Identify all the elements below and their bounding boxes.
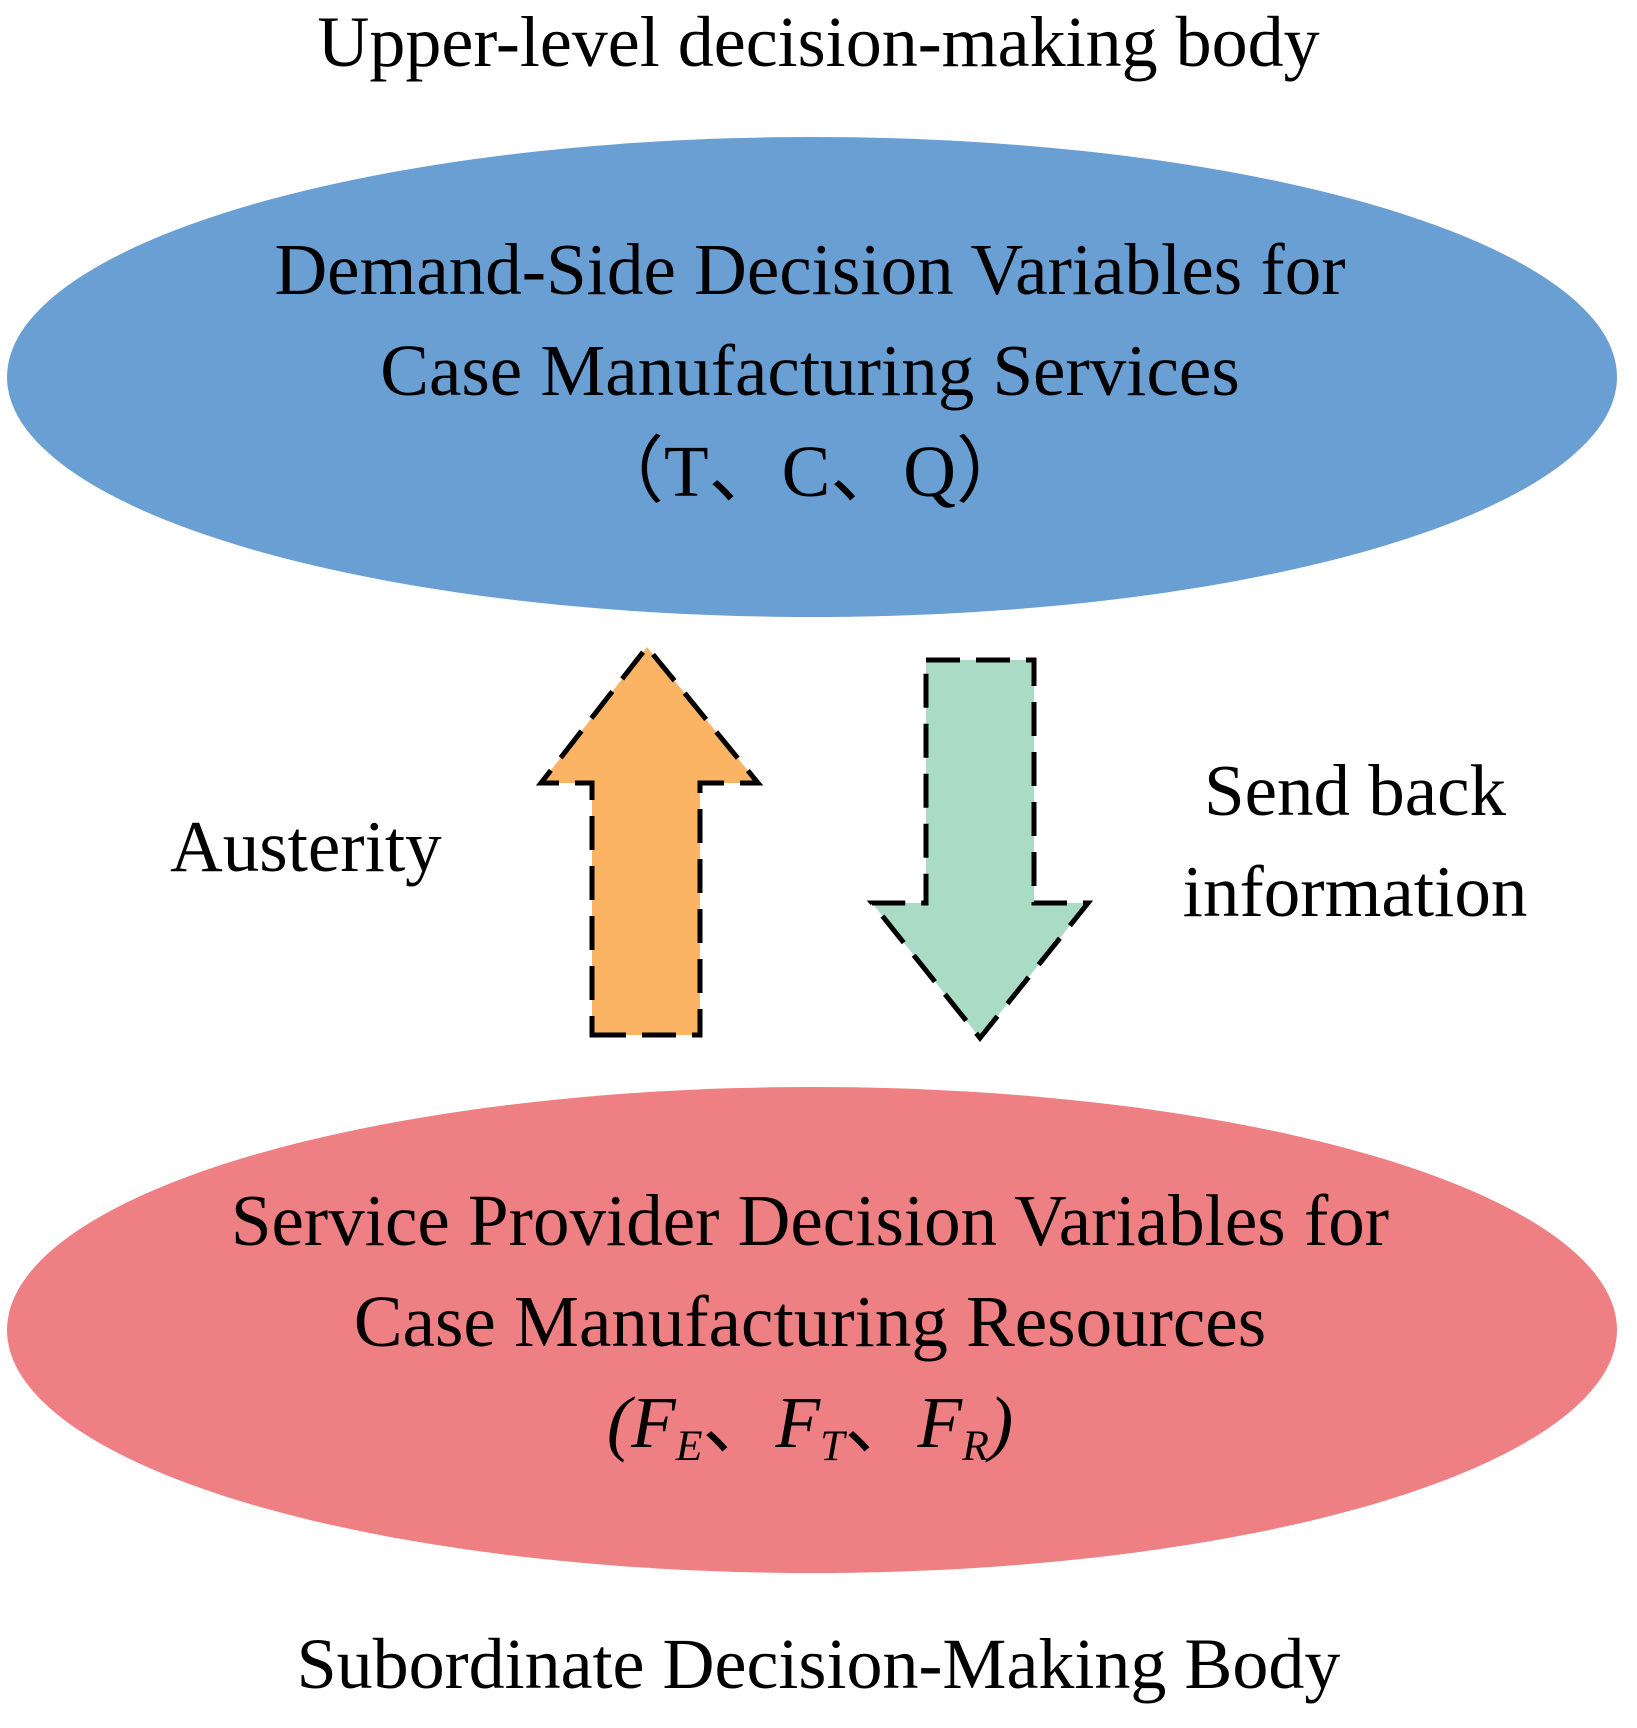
upper-level-title: Upper-level decision-making body: [317, 2, 1320, 82]
service-provider-ellipse: [7, 1087, 1617, 1573]
send-back-line1: Send back: [1203, 750, 1507, 831]
austerity-label: Austerity: [170, 806, 442, 887]
demand-side-ellipse-text: Demand-Side Decision Variables for Case …: [10, 219, 1610, 522]
demand-side-line1: Demand-Side Decision Variables for: [274, 229, 1346, 310]
send-back-label: Send back information: [1140, 740, 1570, 942]
service-provider-line2: Case Manufacturing Resources: [353, 1281, 1267, 1362]
demand-side-line2: Case Manufacturing Services: [380, 330, 1240, 411]
send-back-line2: information: [1182, 851, 1528, 932]
demand-side-ellipse: [7, 137, 1617, 617]
send-back-down-arrow: [866, 657, 1094, 1043]
subordinate-title: Subordinate Decision-Making Body: [296, 1624, 1341, 1704]
service-provider-ellipse-text: Service Provider Decision Variables for …: [10, 1170, 1610, 1497]
demand-side-variables: （T、C、Q）: [591, 431, 1029, 512]
austerity-up-arrow: [535, 642, 764, 1038]
service-provider-variables: (FE、FT、FR): [606, 1382, 1014, 1471]
service-provider-line1: Service Provider Decision Variables for: [230, 1180, 1390, 1261]
